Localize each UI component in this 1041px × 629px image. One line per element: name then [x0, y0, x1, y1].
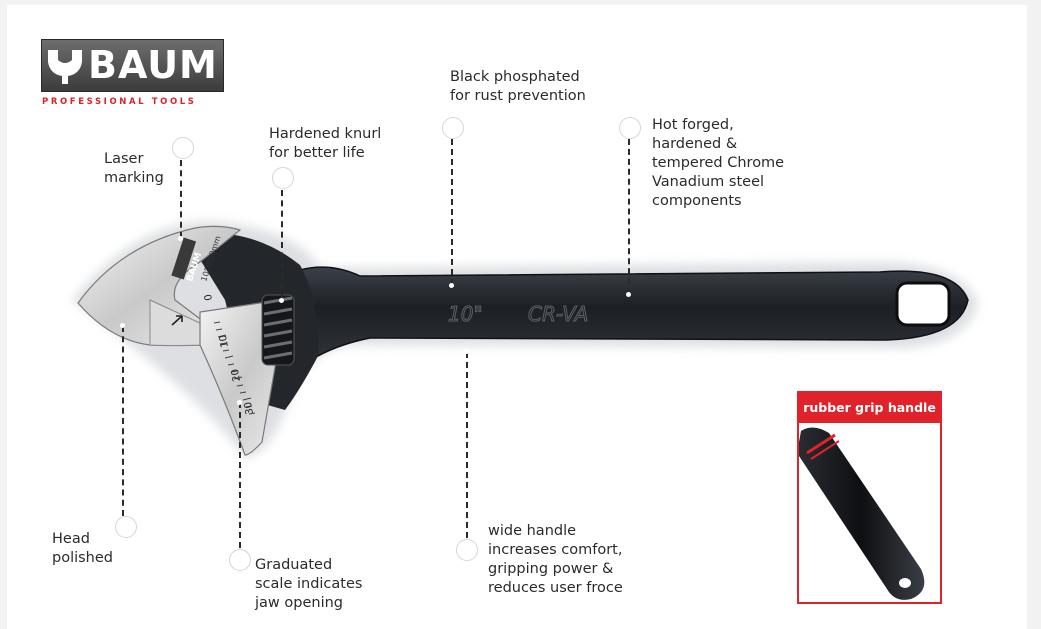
- callout-circle-head-polished: [115, 516, 137, 538]
- leader-graduated-scale: [239, 402, 241, 548]
- leader-wide-handle: [466, 352, 468, 538]
- leader-hot-forged: [628, 139, 630, 294]
- anchor-laser-marking: [178, 236, 183, 241]
- leader-laser-marking: [180, 160, 182, 238]
- wrench-logo-icon: [48, 50, 82, 84]
- callout-knurl: Hardened knurl for better life: [269, 126, 382, 161]
- scale-mark-10: 10: [218, 334, 231, 348]
- leader-phosphated: [451, 139, 453, 285]
- anchor-hot-forged: [626, 292, 631, 297]
- leader-knurl: [281, 190, 283, 300]
- callout-head-polished: Head polished: [52, 531, 114, 566]
- callout-circle-graduated-scale: [229, 549, 251, 571]
- callout-circle-phosphated: [442, 117, 464, 139]
- callout-circle-wide-handle: [456, 539, 478, 561]
- callout-wide-handle: wide handle increases comfort, gripping …: [488, 523, 623, 596]
- engraving-material: CR-VA: [528, 302, 588, 326]
- anchor-knurl: [279, 298, 284, 303]
- callout-phosphated: Black phosphated for rust prevention: [450, 69, 586, 104]
- anchor-phosphated: [449, 283, 454, 288]
- brand-name: BAUM: [88, 43, 218, 87]
- rubber-grip-inset: rubber grip handle: [797, 391, 942, 604]
- inset-title: rubber grip handle: [799, 393, 940, 423]
- callout-circle-laser-marking: [172, 137, 194, 159]
- callout-circle-knurl: [272, 167, 294, 189]
- callout-circle-hot-forged: [619, 117, 641, 139]
- anchor-head-polished: [120, 323, 125, 328]
- anchor-wide-handle: [464, 349, 469, 354]
- knurl-worm: [261, 294, 295, 366]
- callout-graduated-scale: Graduated scale indicates jaw opening: [255, 557, 363, 611]
- callout-hot-forged: Hot forged, hardened & tempered Chrome V…: [652, 117, 785, 209]
- anchor-graduated-scale: [237, 400, 242, 405]
- scale-mark-0: 0: [203, 293, 215, 301]
- callout-laser-marking: Laser marking: [104, 151, 164, 186]
- scale-mark-20: 20: [230, 368, 243, 382]
- engraving-size: 10": [448, 302, 483, 326]
- brand-logo: BAUM: [41, 39, 224, 92]
- rubber-grip-closeup-image: [799, 427, 925, 600]
- leader-head-polished: [122, 326, 124, 516]
- brand-tagline: PROFESSIONAL TOOLS: [42, 97, 197, 107]
- scale-mark-30: 30: [243, 401, 256, 415]
